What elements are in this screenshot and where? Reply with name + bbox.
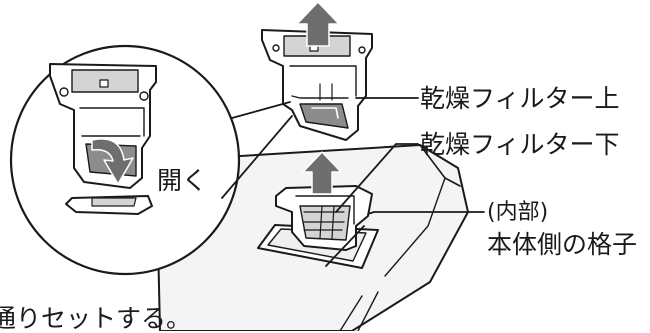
filter-lower xyxy=(275,185,373,251)
filter-upper xyxy=(261,29,373,141)
up-arrow-icon xyxy=(302,151,342,195)
label-inner: (内部) xyxy=(487,200,549,225)
leader-lines xyxy=(325,97,485,267)
label-open: 開く xyxy=(157,166,208,195)
label-filter-lower: 乾燥フィルター下 xyxy=(420,130,620,159)
up-arrow-icon xyxy=(296,1,340,47)
open-arrow-icon xyxy=(91,138,134,185)
bottom-instruction: 通りセットする。 xyxy=(0,304,192,333)
label-filter-upper: 乾燥フィルター上 xyxy=(420,84,620,113)
label-grid: 本体側の格子 xyxy=(487,230,638,259)
